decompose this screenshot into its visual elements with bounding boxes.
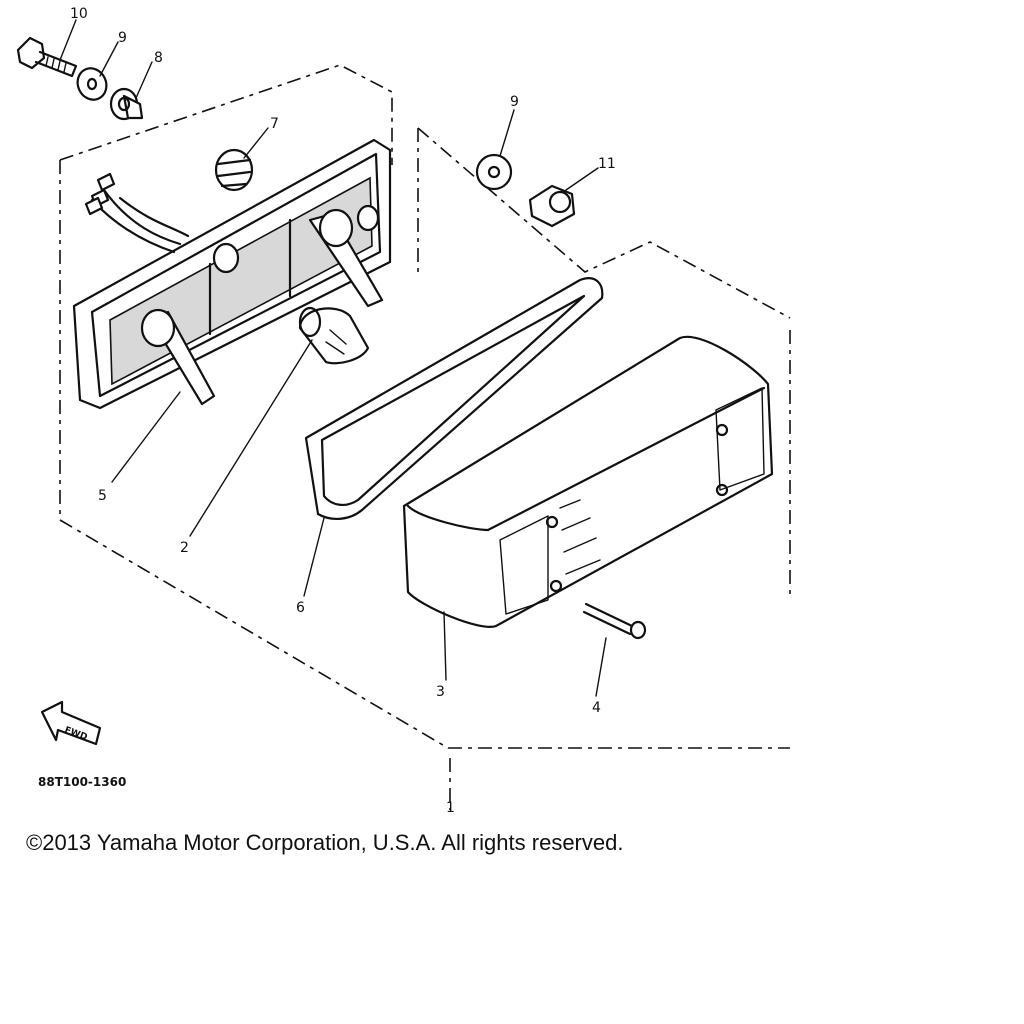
callout-8: 8	[154, 50, 163, 66]
callout-2: 2	[180, 540, 189, 556]
copyright-notice: ©2013 Yamaha Motor Corporation, U.S.A. A…	[26, 830, 624, 855]
callout-7: 7	[270, 116, 279, 132]
leader-lines	[59, 19, 607, 697]
part-6-gasket	[304, 277, 604, 520]
part-5-housing	[72, 138, 392, 410]
fwd-arrow-icon: FWD	[40, 700, 102, 746]
part-8-collar	[109, 87, 144, 121]
part-11-nut	[528, 184, 576, 228]
callout-9-right: 9	[510, 94, 519, 110]
part-9-washer-right	[475, 153, 513, 191]
callout-6: 6	[296, 600, 305, 616]
callout-1: 1	[446, 800, 455, 816]
diagram-code: 88T100-1360	[38, 775, 126, 789]
callout-5: 5	[98, 488, 107, 504]
part-3-lens	[402, 335, 774, 628]
callout-3: 3	[436, 684, 445, 700]
part-10-bolt	[16, 36, 78, 78]
part-7-grommet	[214, 148, 254, 192]
assembly-boundary	[59, 64, 791, 810]
callout-4: 4	[592, 700, 601, 716]
callout-11: 11	[598, 156, 616, 172]
callout-9-top: 9	[118, 30, 127, 46]
part-4-screw	[582, 602, 647, 640]
part-2-bulb	[298, 306, 370, 365]
callout-10: 10	[70, 6, 88, 22]
part-9-washer-top-left	[76, 67, 108, 101]
